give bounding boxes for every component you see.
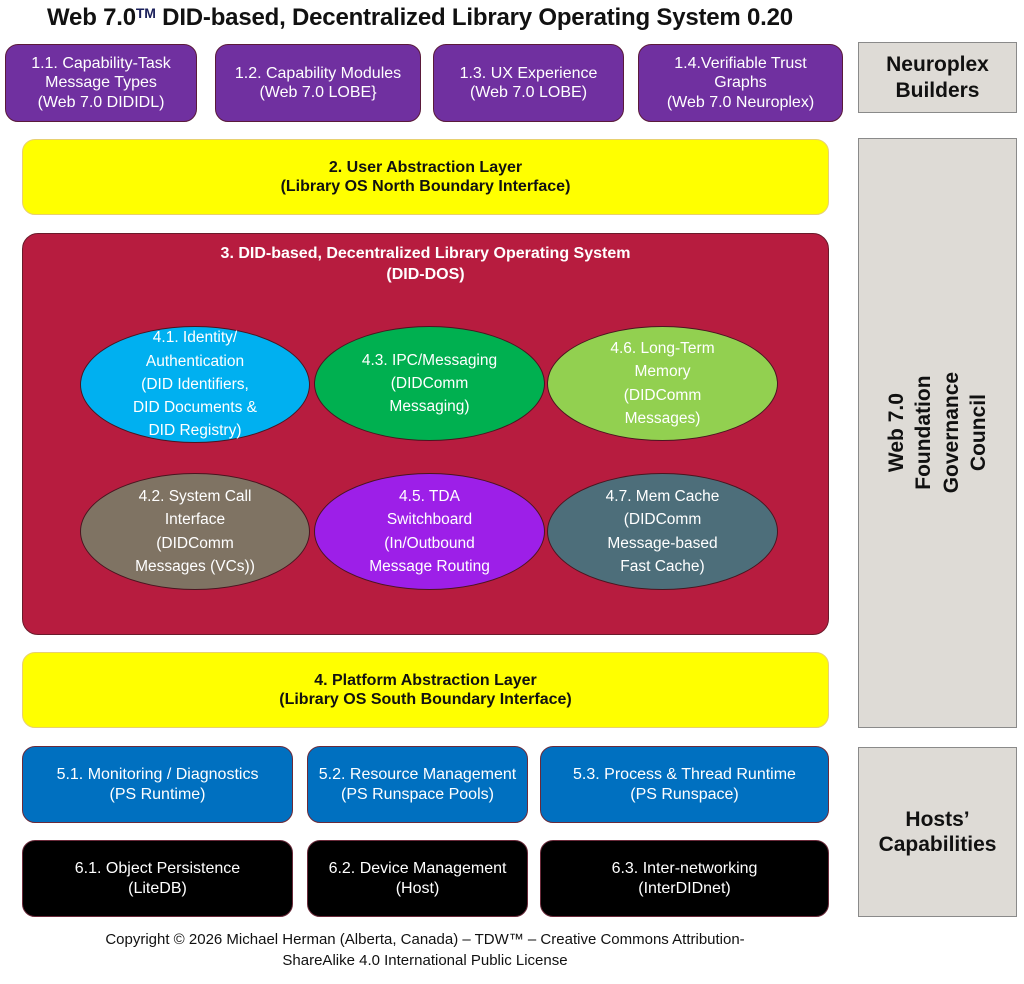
box-label: 1.3. UX Experience (Web 7.0 LOBE) bbox=[459, 64, 598, 101]
ipc-messaging-ellipse: 4.3. IPC/Messaging (DIDComm Messaging) bbox=[314, 326, 545, 441]
title-prefix: Web 7.0 bbox=[47, 4, 136, 31]
side-label-text: Web 7.0 Foundation Governance Council bbox=[884, 372, 990, 494]
ellipse-label: 4.5. TDA Switchboard (In/Outbound Messag… bbox=[369, 488, 490, 575]
neuroplex-builders-label: Neuroplex Builders bbox=[858, 42, 1017, 113]
box-label: 5.2. Resource Management (PS Runspace Po… bbox=[318, 766, 517, 803]
trademark-mark: TM bbox=[135, 5, 156, 21]
box-label: 6.2. Device Management (Host) bbox=[328, 860, 507, 897]
side-label-text: Hosts’ Capabilities bbox=[878, 807, 997, 856]
box-label: 1.1. Capability-Task Message Types (Web … bbox=[31, 55, 171, 111]
tda-switchboard-ellipse: 4.5. TDA Switchboard (In/Outbound Messag… bbox=[314, 473, 545, 590]
ellipse-label: 4.7. Mem Cache (DIDComm Message-based Fa… bbox=[605, 488, 720, 575]
ellipse-label: 4.3. IPC/Messaging (DIDComm Messaging) bbox=[361, 351, 498, 416]
diagram-title: Web 7.0TM DID-based, Decentralized Libra… bbox=[0, 4, 840, 32]
copyright-footer: Copyright © 2026 Michael Herman (Alberta… bbox=[105, 931, 745, 969]
long-term-memory-ellipse: 4.6. Long-Term Memory (DIDComm Messages) bbox=[547, 326, 778, 441]
user-abstraction-layer: 2. User Abstraction Layer (Library OS No… bbox=[22, 139, 829, 215]
identity-authentication-ellipse: 4.1. Identity/ Authentication (DID Ident… bbox=[80, 326, 310, 443]
ellipse-label: 4.1. Identity/ Authentication (DID Ident… bbox=[132, 329, 258, 440]
box-label: 5.3. Process & Thread Runtime (PS Runspa… bbox=[573, 766, 796, 803]
platform-abstraction-layer: 4. Platform Abstraction Layer (Library O… bbox=[22, 652, 829, 728]
ellipse-label: 4.6. Long-Term Memory (DIDComm Messages) bbox=[610, 340, 715, 427]
mem-cache-ellipse: 4.7. Mem Cache (DIDComm Message-based Fa… bbox=[547, 473, 778, 590]
box-label: 1.4.Verifiable Trust Graphs (Web 7.0 Neu… bbox=[666, 55, 815, 111]
monitoring-diagnostics-box: 5.1. Monitoring / Diagnostics (PS Runtim… bbox=[22, 746, 293, 823]
ellipse-label: 4.2. System Call Interface (DIDComm Mess… bbox=[135, 488, 255, 575]
did-dos-title: 3. DID-based, Decentralized Library Oper… bbox=[220, 245, 631, 283]
layer-label: 4. Platform Abstraction Layer (Library O… bbox=[279, 671, 572, 708]
process-thread-runtime-box: 5.3. Process & Thread Runtime (PS Runspa… bbox=[540, 746, 829, 823]
inter-networking-box: 6.3. Inter-networking (InterDIDnet) bbox=[540, 840, 829, 917]
object-persistence-box: 6.1. Object Persistence (LiteDB) bbox=[22, 840, 293, 917]
title-suffix: DID-based, Decentralized Library Operati… bbox=[155, 4, 793, 31]
box-label: 6.1. Object Persistence (LiteDB) bbox=[74, 860, 241, 897]
device-management-box: 6.2. Device Management (Host) bbox=[307, 840, 528, 917]
box-label: 6.3. Inter-networking (InterDIDnet) bbox=[611, 860, 758, 897]
verifiable-trust-graphs-box: 1.4.Verifiable Trust Graphs (Web 7.0 Neu… bbox=[638, 44, 843, 122]
governance-council-label: Web 7.0 Foundation Governance Council bbox=[858, 138, 1017, 728]
capability-modules-box: 1.2. Capability Modules (Web 7.0 LOBE} bbox=[215, 44, 421, 122]
system-call-interface-ellipse: 4.2. System Call Interface (DIDComm Mess… bbox=[80, 473, 310, 590]
side-label-text: Neuroplex Builders bbox=[886, 53, 989, 102]
box-label: 1.2. Capability Modules (Web 7.0 LOBE} bbox=[234, 64, 402, 101]
ux-experience-box: 1.3. UX Experience (Web 7.0 LOBE) bbox=[433, 44, 624, 122]
capability-task-message-types-box: 1.1. Capability-Task Message Types (Web … bbox=[5, 44, 197, 122]
resource-management-box: 5.2. Resource Management (PS Runspace Po… bbox=[307, 746, 528, 823]
layer-label: 2. User Abstraction Layer (Library OS No… bbox=[280, 158, 571, 195]
hosts-capabilities-label: Hosts’ Capabilities bbox=[858, 747, 1017, 917]
box-label: 5.1. Monitoring / Diagnostics (PS Runtim… bbox=[56, 766, 259, 803]
